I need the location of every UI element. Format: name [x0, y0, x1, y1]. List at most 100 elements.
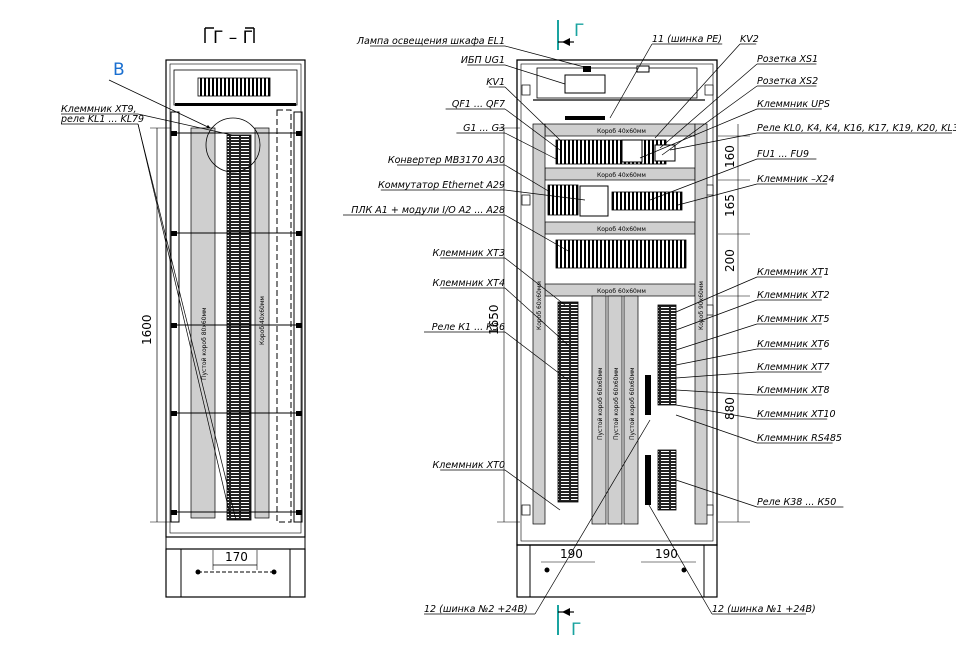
- empty-duct-1-label: Пустой короб 60х60мм: [597, 367, 604, 440]
- duct-vertical-left-label: Короб 60х60мм: [536, 281, 543, 330]
- converter-a30: [547, 184, 579, 216]
- section-mark-bottom: Г: [571, 620, 581, 640]
- callout-left-leader-9: [504, 287, 569, 346]
- empty-duct-2-label: Пустой короб 60х60мм: [613, 367, 620, 440]
- callout-left-leader-0: [504, 45, 589, 69]
- callout-left-leader-2: [504, 86, 561, 141]
- callout-right-leader-16: [675, 479, 758, 508]
- terminals-right-column: [657, 304, 677, 406]
- callout-right-leader-15: [675, 414, 758, 444]
- callout-right-leader-8: [675, 276, 758, 313]
- empty-duct-2: [607, 295, 623, 525]
- left-duct-40x60-label: Короб 40х60мм: [259, 296, 266, 345]
- callout-right-10: Клеммник XT5: [757, 314, 830, 325]
- callout-left-10: Реле К1 ... К36: [432, 322, 505, 333]
- callout-left-leader-4: [504, 132, 559, 161]
- callout-right-2: Розетка XS1: [757, 54, 818, 65]
- callout-right-leader-13: [675, 389, 758, 396]
- busbar-2-label: 12 (шинка №2 +24В): [424, 604, 528, 615]
- callout-left-8: Клеммник XT3: [433, 248, 506, 259]
- duct-row-3-label: Короб 40х60мм: [597, 226, 646, 233]
- dim-880: 880: [723, 397, 737, 420]
- duct-vertical-right-label: Короб 90х60мм: [698, 281, 705, 330]
- fuses-fu1-fu9: [611, 191, 683, 211]
- dim-200: 200: [723, 249, 737, 272]
- busbar-1-label: 12 (шинка №1 +24В): [712, 604, 816, 615]
- callout-left-leader-11: [504, 469, 561, 511]
- section-mark-top: Г: [574, 21, 584, 41]
- dim-170: 170: [225, 550, 248, 564]
- pe-busbar: [565, 116, 605, 120]
- duct-row-2-label: Короб 40х60мм: [597, 172, 646, 179]
- detail-view-circle: [205, 117, 261, 173]
- duct-row-1-label: Короб 40х60мм: [597, 128, 646, 135]
- callout-right-3: Розетка XS2: [757, 76, 818, 87]
- callout-right-8: Клеммник XT1: [757, 267, 830, 278]
- callout-right-leader-12: [675, 371, 758, 379]
- dim-160: 160: [723, 145, 737, 168]
- empty-duct-3: [623, 295, 639, 525]
- callout-right-leader-11: [675, 348, 758, 366]
- callout-right-13: Клеммник XT8: [757, 385, 830, 396]
- right-dimensions: [497, 124, 750, 563]
- lamp-el1: [583, 66, 591, 72]
- callout-xt9: Клеммник XT9,: [61, 104, 137, 115]
- callout-left-11: Клеммник XT0: [433, 460, 506, 471]
- callout-left-4: G1 ... G3: [463, 123, 505, 134]
- empty-duct-3-label: Пустой короб 60х60мм: [629, 367, 636, 440]
- callout-right-leader-7: [677, 183, 758, 206]
- callout-right-leader-2: [659, 63, 758, 149]
- callout-left-7: ПЛК А1 + модули I/O A2 ... A28: [351, 205, 505, 216]
- callout-left-6: Коммутатор Ethernet A29: [378, 180, 505, 191]
- callout-left-leader-6: [504, 189, 586, 201]
- relays-k38-k50: [657, 449, 677, 511]
- callout-left-leader-3: [504, 108, 561, 151]
- callout-right-12: Клеммник XT7: [757, 362, 830, 373]
- dim-190-left: 190: [560, 547, 583, 561]
- callout-right-14: Клеммник XT10: [757, 409, 836, 420]
- callout-left-1: ИБП UG1: [461, 55, 505, 66]
- callout-left-3: QF1 ... QF7: [452, 99, 505, 110]
- callout-right-1: KV2: [740, 34, 759, 45]
- callout-right-leader-6: [649, 158, 758, 201]
- callout-right-5: Реле KL0, K4, K4, K16, K17, K19, K20, KL…: [757, 123, 956, 134]
- callout-left-leader-10: [504, 331, 569, 381]
- callout-right-16: Реле К38 ... К50: [757, 497, 836, 508]
- callout-right-leader-10: [675, 323, 758, 351]
- empty-duct-1: [591, 295, 607, 525]
- view-mark-label: В: [113, 60, 125, 80]
- callout-right-leader-1: [654, 43, 741, 139]
- dim-1650: 1650: [487, 304, 501, 335]
- duct-row-4-label: Короб 60х60мм: [597, 288, 646, 295]
- left-empty-duct: [190, 127, 216, 519]
- callout-right-leader-3: [661, 85, 758, 156]
- callout-right-11: Клеммник XT6: [757, 339, 830, 350]
- callout-right-leader-9: [675, 299, 758, 331]
- callout-left-leader-8: [504, 257, 566, 306]
- left-duct-40x60: [254, 127, 270, 519]
- ethernet-switch-a29: [579, 185, 609, 217]
- callout-left-0: Лампа освещения шкафа EL1: [356, 36, 505, 47]
- left-view: Г – Г В Пустой короб 80х60мм Короб 40х60…: [60, 27, 306, 598]
- callout-right-15: Клеммник RS485: [757, 433, 842, 444]
- dim-165: 165: [723, 194, 737, 217]
- breakers-qf1-qf7: [555, 139, 667, 165]
- callout-right-7: Клеммник –X24: [757, 174, 834, 185]
- left-empty-duct-label: Пустой короб 80х60мм: [201, 307, 208, 380]
- ups-ug1: [536, 67, 698, 99]
- callout-left-leader-5: [504, 164, 551, 193]
- dim-1600: 1600: [140, 314, 154, 345]
- right-view: Г Г Короб 40х60мм Коро: [343, 20, 956, 640]
- callout-right-leader-4: [639, 108, 758, 159]
- callout-right-6: FU1 ... FU9: [757, 149, 809, 160]
- left-plinth: [165, 548, 306, 598]
- callout-left-2: KV1: [486, 77, 505, 88]
- callout-left-9: Клеммник XT4: [433, 278, 506, 289]
- callout-right-leader-5: [669, 132, 758, 151]
- callout-right-0: 11 (шинка PE): [652, 34, 722, 45]
- plc-a1-modules: [555, 239, 687, 269]
- dim-190-right: 190: [655, 547, 678, 561]
